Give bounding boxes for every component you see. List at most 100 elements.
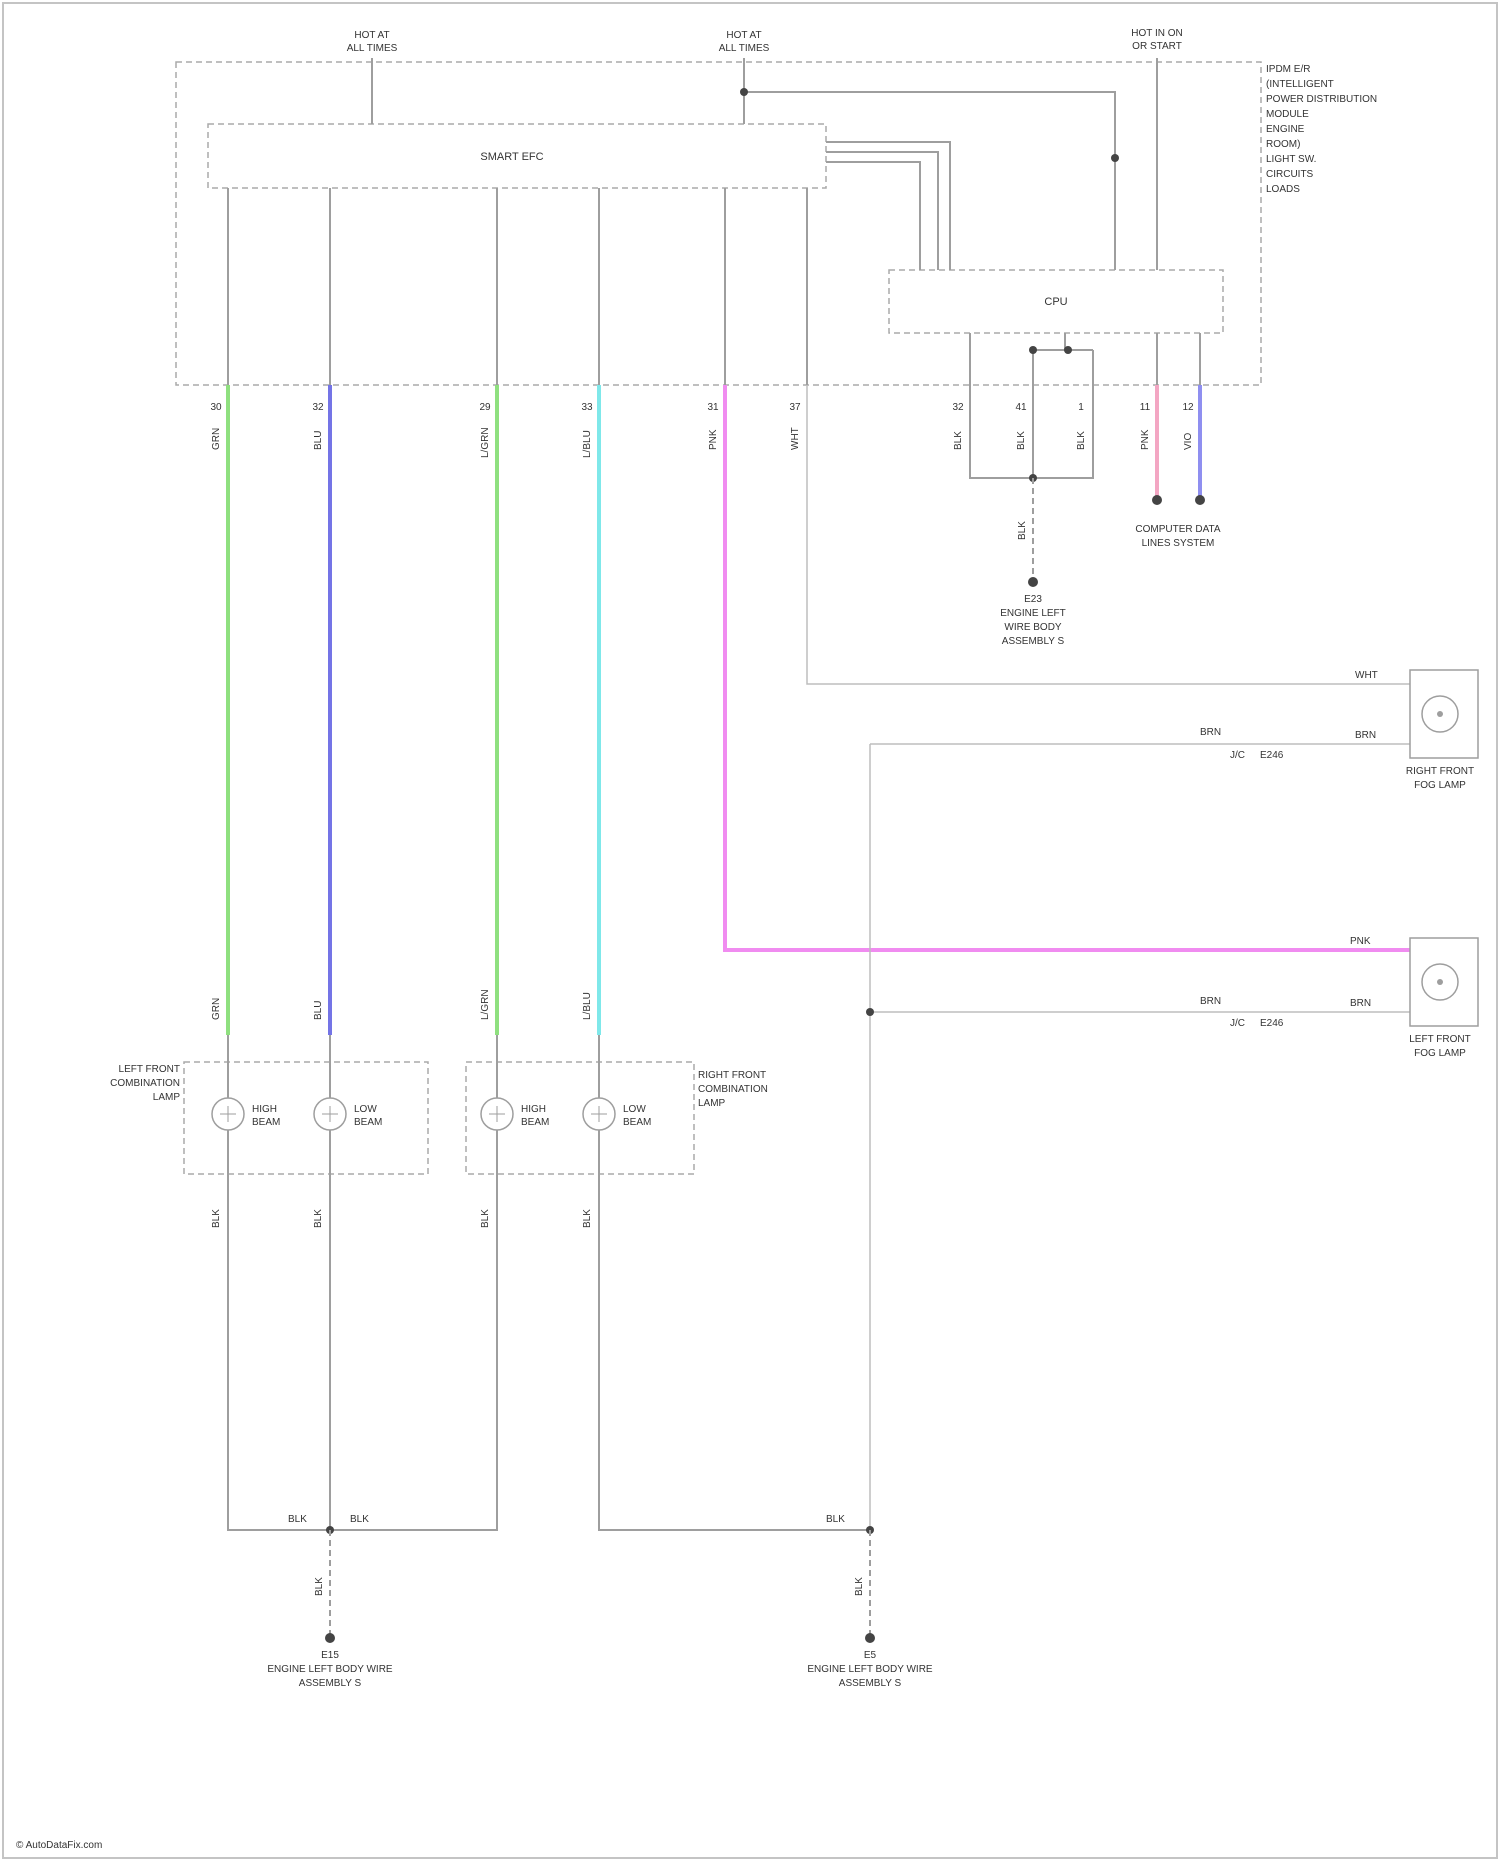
svg-text:32: 32 xyxy=(312,402,324,413)
svg-text:L/BLU: L/BLU xyxy=(582,430,593,458)
svg-text:HOT AT: HOT AT xyxy=(726,30,761,41)
svg-text:ASSEMBLY S: ASSEMBLY S xyxy=(1002,636,1065,647)
left-headlamp-label: LEFT FRONT COMBINATION LAMP xyxy=(110,1064,180,1103)
right-headlamp-box xyxy=(466,1062,694,1174)
svg-text:LAMP: LAMP xyxy=(153,1092,181,1103)
svg-text:FOG LAMP: FOG LAMP xyxy=(1414,1048,1466,1059)
svg-text:ENGINE LEFT BODY WIRE: ENGINE LEFT BODY WIRE xyxy=(807,1664,933,1675)
svg-text:37: 37 xyxy=(789,402,801,413)
junction-dot xyxy=(1029,346,1037,354)
svg-text:BLU: BLU xyxy=(313,1001,324,1020)
left-fog-splice-code: BRN xyxy=(1200,996,1221,1007)
svg-text:E246: E246 xyxy=(1260,750,1284,761)
svg-text:L/GRN: L/GRN xyxy=(480,427,491,458)
svg-text:BLK: BLK xyxy=(1076,431,1087,450)
svg-text:WHT: WHT xyxy=(790,427,801,450)
svg-text:HOT AT: HOT AT xyxy=(354,30,389,41)
junction-dot xyxy=(1111,154,1119,162)
svg-text:ASSEMBLY S: ASSEMBLY S xyxy=(839,1678,902,1689)
left-fog-right-code: BRN xyxy=(1350,998,1371,1009)
can-terminal xyxy=(1152,495,1162,505)
svg-text:ENGINE LEFT BODY WIRE: ENGINE LEFT BODY WIRE xyxy=(267,1664,393,1675)
svg-text:1: 1 xyxy=(1078,402,1084,413)
ground-drop-left-code: BLK xyxy=(314,1577,325,1596)
svg-text:BLK: BLK xyxy=(1016,431,1027,450)
svg-text:RIGHT FRONT: RIGHT FRONT xyxy=(1406,766,1474,777)
junction-dot xyxy=(866,1008,874,1016)
svg-text:BEAM: BEAM xyxy=(521,1117,549,1128)
ground-left-label: E15 ENGINE LEFT BODY WIRE ASSEMBLY S xyxy=(267,1650,393,1689)
hot-label-left: HOT AT ALL TIMES xyxy=(347,30,398,54)
svg-text:COMBINATION: COMBINATION xyxy=(110,1078,180,1089)
ground-point-left xyxy=(325,1633,335,1643)
svg-text:ENGINE LEFT: ENGINE LEFT xyxy=(1000,608,1066,619)
wire-right-fog-gray xyxy=(807,385,1410,684)
svg-text:WIRE BODY: WIRE BODY xyxy=(1004,622,1062,633)
svg-text:BLK: BLK xyxy=(313,1209,324,1228)
ground-point xyxy=(1028,577,1038,587)
efc-cpu-link-3 xyxy=(826,162,920,270)
svg-text:LINES SYSTEM: LINES SYSTEM xyxy=(1142,538,1215,549)
svg-text:J/C: J/C xyxy=(1230,1018,1245,1029)
module-legend: IPDM E/R (INTELLIGENT POWER DISTRIBUTION… xyxy=(1266,64,1377,195)
right-fog-splice: J/C E246 xyxy=(1230,750,1284,761)
feed-hot-mid-branch xyxy=(744,92,1115,270)
ipdm-module-box xyxy=(176,62,1261,385)
svg-text:ASSEMBLY S: ASSEMBLY S xyxy=(299,1678,362,1689)
svg-text:E15: E15 xyxy=(321,1650,339,1661)
cpu-ground-label: E23 ENGINE LEFT WIRE BODY ASSEMBLY S xyxy=(1000,594,1066,647)
left-fog-splice: J/C E246 xyxy=(1230,1018,1284,1029)
svg-text:L/GRN: L/GRN xyxy=(480,989,491,1020)
svg-text:BEAM: BEAM xyxy=(623,1117,651,1128)
svg-text:GRN: GRN xyxy=(211,428,222,450)
svg-text:ALL TIMES: ALL TIMES xyxy=(347,43,398,54)
svg-text:E23: E23 xyxy=(1024,594,1042,605)
svg-text:30: 30 xyxy=(210,402,222,413)
svg-text:BLK: BLK xyxy=(582,1209,593,1228)
svg-text:PNK: PNK xyxy=(708,429,719,450)
svg-text:COMBINATION: COMBINATION xyxy=(698,1084,768,1095)
can-system-label: COMPUTER DATA LINES SYSTEM xyxy=(1135,524,1221,549)
svg-text:MODULE: MODULE xyxy=(1266,109,1309,120)
svg-text:IPDM E/R: IPDM E/R xyxy=(1266,64,1310,75)
svg-text:31: 31 xyxy=(707,402,719,413)
left-fog-lamp: LEFT FRONT FOG LAMP xyxy=(1409,938,1478,1059)
right-headlamp-label: RIGHT FRONT COMBINATION LAMP xyxy=(698,1070,768,1109)
svg-text:RIGHT FRONT: RIGHT FRONT xyxy=(698,1070,766,1081)
footer-copyright: © AutoDataFix.com xyxy=(16,1840,102,1851)
svg-text:41: 41 xyxy=(1015,402,1027,413)
right-fog-top-code: WHT xyxy=(1355,670,1378,681)
svg-text:POWER DISTRIBUTION: POWER DISTRIBUTION xyxy=(1266,94,1377,105)
svg-text:E246: E246 xyxy=(1260,1018,1284,1029)
wire-left-headlamp-ground xyxy=(228,1174,497,1530)
right-fog-splice-code: BRN xyxy=(1200,727,1221,738)
headlamp-bottom-codes: BLK BLK BLK BLK xyxy=(211,1209,593,1228)
svg-text:ENGINE: ENGINE xyxy=(1266,124,1305,135)
svg-text:J/C: J/C xyxy=(1230,750,1245,761)
hot-label-mid: HOT AT ALL TIMES xyxy=(719,30,770,54)
wire-right-headlamp-ground xyxy=(599,1174,870,1530)
hot-label-right: HOT IN ON OR START xyxy=(1131,28,1182,52)
left-fog-top-code: PNK xyxy=(1350,936,1371,947)
svg-text:32: 32 xyxy=(952,402,964,413)
svg-text:29: 29 xyxy=(479,402,491,413)
svg-text:11: 11 xyxy=(1140,402,1151,413)
right-fog-lamp: RIGHT FRONT FOG LAMP xyxy=(1406,670,1478,791)
cpu-label: CPU xyxy=(1044,296,1067,308)
svg-text:CIRCUITS: CIRCUITS xyxy=(1266,169,1314,180)
svg-text:E5: E5 xyxy=(864,1650,877,1661)
efc-cpu-link-2 xyxy=(826,152,938,270)
svg-text:12: 12 xyxy=(1182,402,1194,413)
svg-text:LEFT FRONT: LEFT FRONT xyxy=(119,1064,180,1075)
svg-text:HIGH: HIGH xyxy=(521,1104,546,1115)
svg-text:ALL TIMES: ALL TIMES xyxy=(719,43,770,54)
bulb-high-beam-left: HIGH BEAM xyxy=(212,1098,280,1130)
svg-text:LOADS: LOADS xyxy=(1266,184,1300,195)
svg-text:BLU: BLU xyxy=(313,431,324,450)
svg-text:LOW: LOW xyxy=(623,1104,646,1115)
svg-text:FOG LAMP: FOG LAMP xyxy=(1414,780,1466,791)
svg-text:VIO: VIO xyxy=(1183,433,1194,450)
svg-text:LEFT FRONT: LEFT FRONT xyxy=(1409,1034,1470,1045)
